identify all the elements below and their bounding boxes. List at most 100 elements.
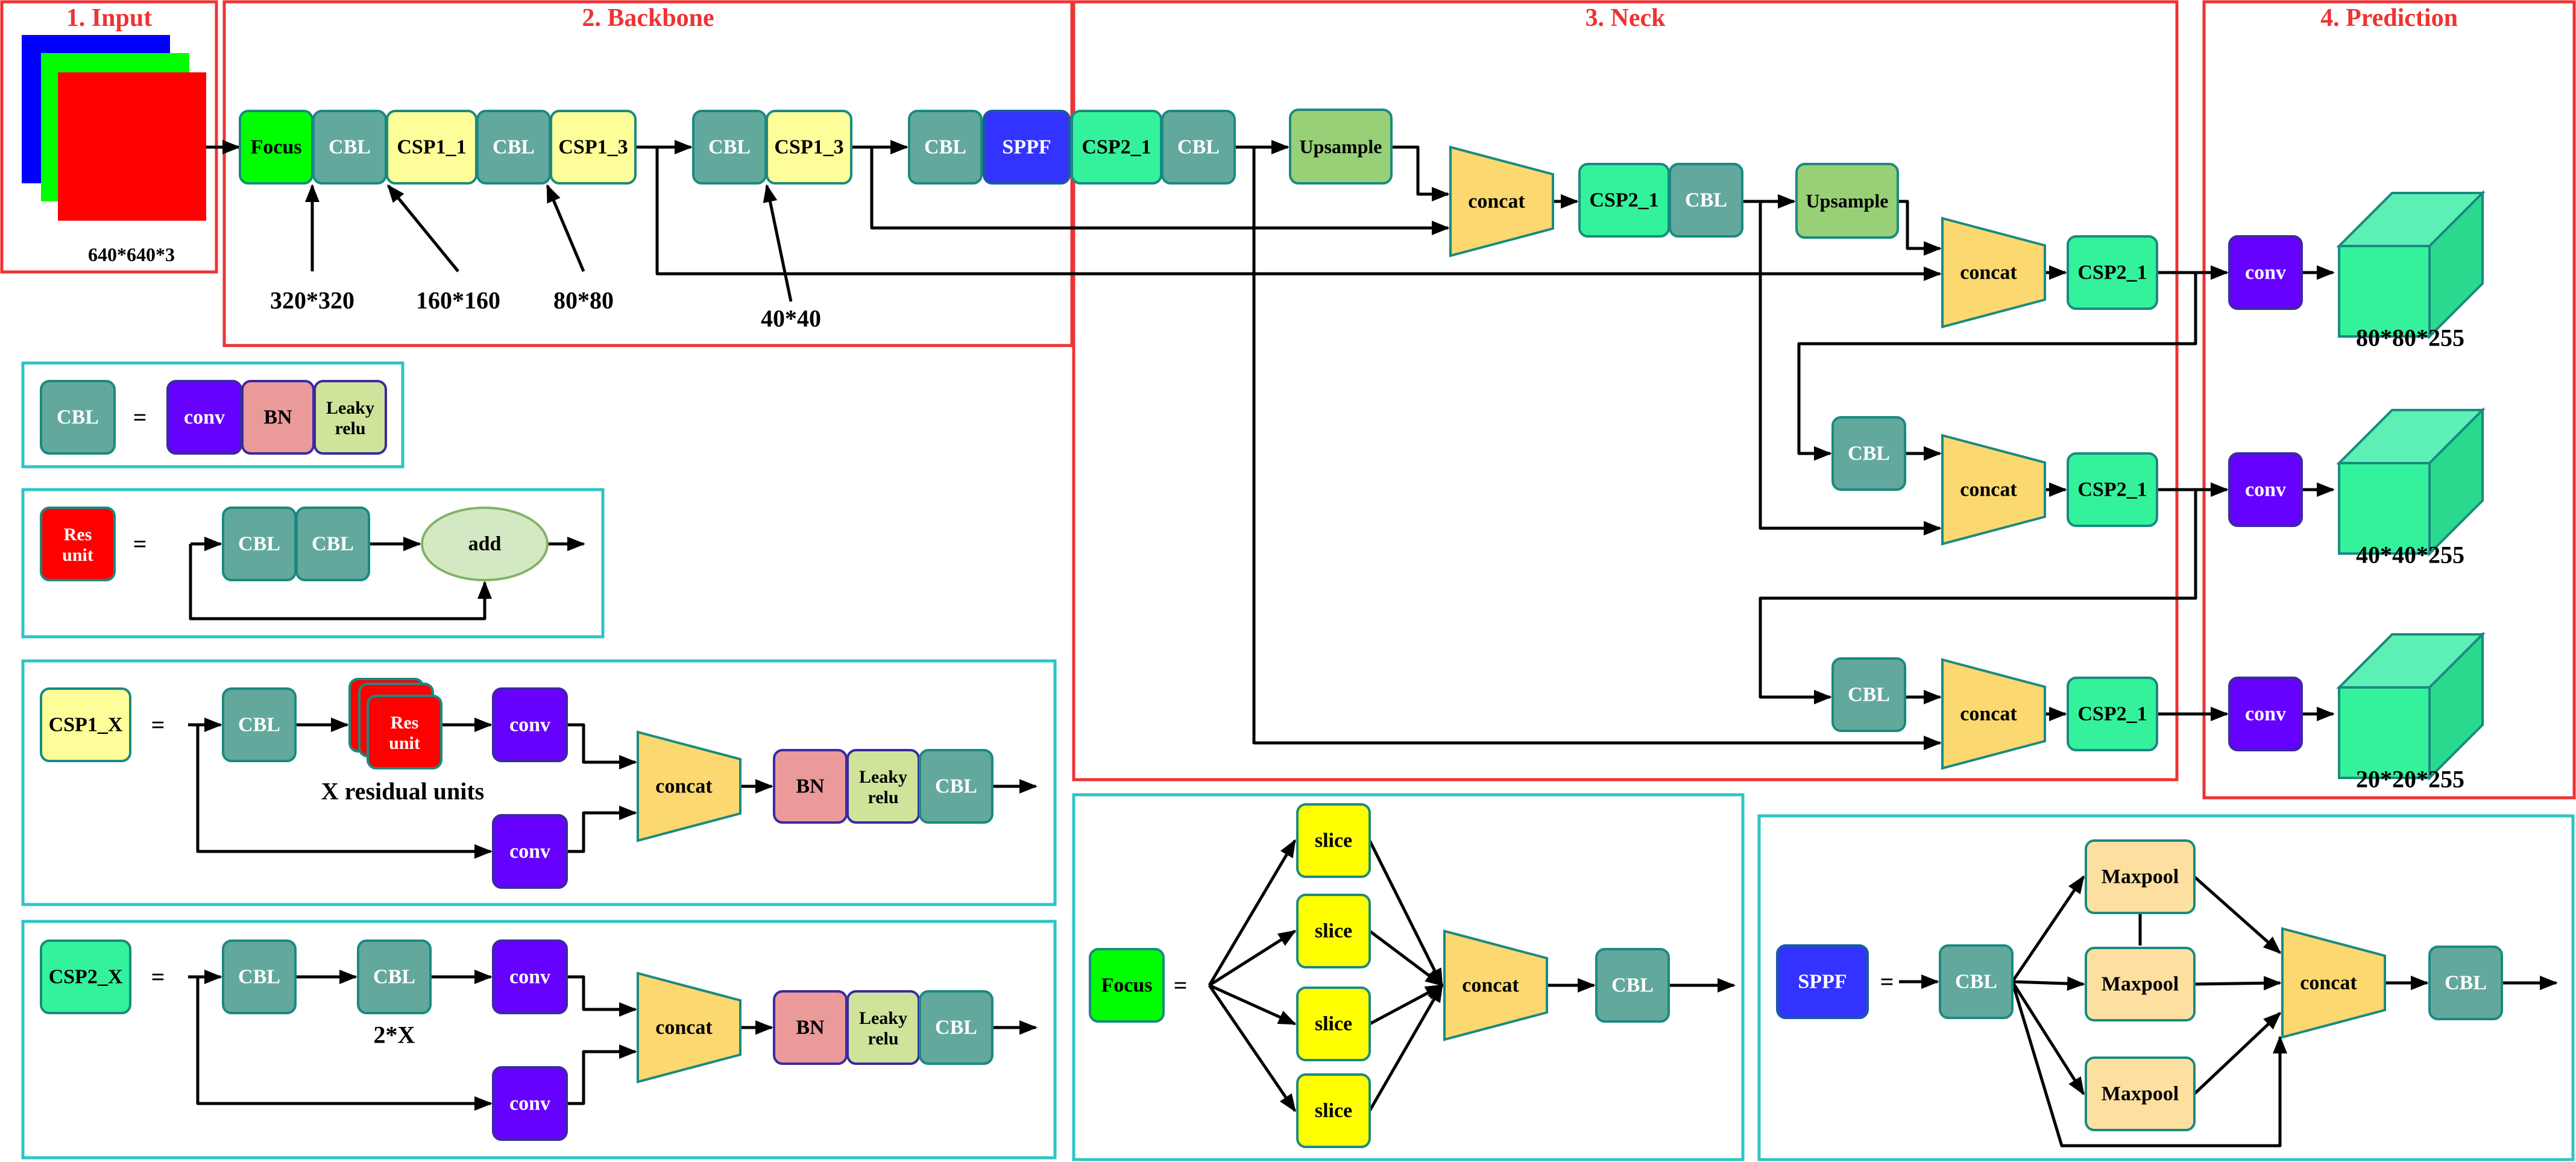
neck-cbl-top-label: CBL — [1177, 136, 1220, 159]
legend-csp2-cbl-out — [919, 990, 994, 1065]
concat-4 — [1941, 658, 2046, 770]
backbone-csp1-3-b-label: CSP1_3 — [774, 136, 843, 159]
neck-cbl-row2 — [1831, 416, 1906, 491]
legend-csp1-equals: = — [151, 712, 165, 739]
legend-res-add-label: add — [468, 533, 502, 555]
concat-1-label: concat — [1468, 191, 1525, 213]
prediction-conv-1-label: conv — [2245, 262, 2286, 284]
legend-res-add — [421, 507, 549, 581]
backbone-cbl-4 — [908, 110, 983, 185]
connector-line — [567, 806, 637, 853]
legend-focus-slice-2-label: slice — [1315, 920, 1352, 943]
nodes — [22, 35, 2503, 1148]
neck-cbl-row3-label: CBL — [1848, 684, 1890, 706]
legend-csp2-cbl-out-label: CBL — [935, 1017, 977, 1039]
legend-sppf-cbl-in — [1939, 944, 2014, 1019]
legend-res-cbl-2-label: CBL — [312, 533, 354, 555]
legend-csp1-res — [367, 695, 442, 769]
prediction-conv-3 — [2228, 677, 2303, 751]
legend-cbl-leaky — [313, 380, 387, 455]
backbone-cbl-3-label: CBL — [708, 136, 751, 159]
legend-sppf-concat — [2281, 927, 2386, 1039]
legend-csp2-name — [40, 939, 131, 1014]
legend-res-cbl-2 — [295, 507, 370, 581]
legend-sppf-cbl-out-label: CBL — [2445, 972, 2487, 994]
concat-4-label: concat — [1960, 703, 2017, 725]
legend-csp1-concat — [637, 730, 742, 842]
connector-line — [2011, 875, 2085, 983]
legend-sppf-maxpool-3 — [2085, 1056, 2196, 1131]
connector-line — [1797, 273, 2197, 461]
neck-csp2-1-out1 — [2067, 235, 2158, 310]
legend-csp2-bn-label: BN — [796, 1017, 825, 1039]
legend-csp1-bn-label: BN — [796, 775, 825, 798]
legend-csp1-cbl-label: CBL — [238, 714, 280, 736]
legend-csp1 — [21, 659, 1057, 906]
legend-csp2-conv-top-label: conv — [509, 966, 550, 988]
legend-csp1-conv-top-label: conv — [509, 714, 550, 736]
neck-csp2-1-top-label: CSP2_1 — [1082, 136, 1151, 159]
legend-res-cbl-1-label: CBL — [238, 533, 280, 555]
neck-csp2-1-mid-label: CSP2_1 — [1589, 189, 1658, 212]
neck-cbl-top — [1161, 110, 1236, 185]
legend-sppf-maxpool-1 — [2085, 839, 2196, 914]
backbone-csp1-3-a — [550, 110, 637, 185]
legend-sppf-name — [1776, 944, 1869, 1019]
connector-line — [1759, 201, 1942, 535]
connector-line — [1368, 930, 1444, 987]
neck-cbl-row3 — [1831, 657, 1906, 732]
legend-sppf-equals: = — [1880, 968, 1894, 996]
legend-focus-name — [1089, 948, 1165, 1023]
legend-focus-cbl-label: CBL — [1611, 974, 1654, 997]
output-size-1: 80*80*255 — [2356, 324, 2464, 352]
legend-focus-name-label: Focus — [1101, 974, 1153, 997]
legend-csp1-name-label: CSP1_X — [49, 714, 123, 736]
connector-line — [1368, 984, 1444, 1112]
legend-csp2 — [21, 920, 1057, 1160]
backbone-cbl-2-label: CBL — [493, 136, 535, 159]
legend-csp1-cbl — [222, 687, 297, 762]
connector-line — [567, 975, 637, 1017]
legend-cbl-name-label: CBL — [57, 406, 99, 429]
connector-line — [2012, 976, 2085, 991]
concat-3-label: concat — [1960, 479, 2017, 501]
legend-focus-cbl — [1595, 948, 1670, 1023]
legend-csp2-cbl-2-label: CBL — [373, 966, 415, 988]
legend-csp1-conv-top — [492, 687, 568, 762]
legend-focus — [1072, 793, 1745, 1161]
neck-csp2-1-out3-label: CSP2_1 — [2077, 703, 2147, 725]
scale-320: 320*320 — [270, 287, 354, 314]
legend-focus-concat — [1443, 929, 1548, 1041]
prediction-conv-1 — [2228, 235, 2303, 310]
legend-sppf-concat-label: concat — [2300, 972, 2357, 994]
concat-2-label: concat — [1960, 262, 2017, 284]
section-neck-title: 3. Neck — [1586, 4, 1666, 32]
upsample-1-label: Upsample — [1300, 136, 1382, 157]
legend-csp1-conv-bot-label: conv — [509, 841, 550, 863]
upsample-1 — [1289, 109, 1393, 185]
legend-focus-equals: = — [1174, 972, 1188, 999]
legend-csp2-name-label: CSP2_X — [49, 966, 123, 988]
legend-focus-slice-3 — [1296, 987, 1371, 1061]
legend-sppf — [1757, 814, 2575, 1161]
section-prediction-title: 4. Prediction — [2320, 4, 2458, 32]
output-cube-front — [2338, 245, 2431, 338]
connector-line — [2011, 981, 2287, 1148]
legend-csp1-concat-label: concat — [655, 775, 713, 798]
legend-sppf-cbl-in-label: CBL — [1955, 971, 1997, 993]
connector-line — [189, 544, 492, 620]
backbone-cbl-1-label: CBL — [329, 136, 371, 159]
connector-line — [1368, 839, 1444, 987]
output-size-2: 40*40*255 — [2356, 542, 2464, 569]
legend-focus-slice-4 — [1296, 1073, 1371, 1148]
input-size-label: 640*640*3 — [88, 244, 175, 265]
connector-line — [655, 147, 1942, 281]
prediction-conv-2 — [2228, 452, 2303, 527]
connector-line — [2193, 876, 2282, 954]
connector-line — [196, 977, 493, 1111]
